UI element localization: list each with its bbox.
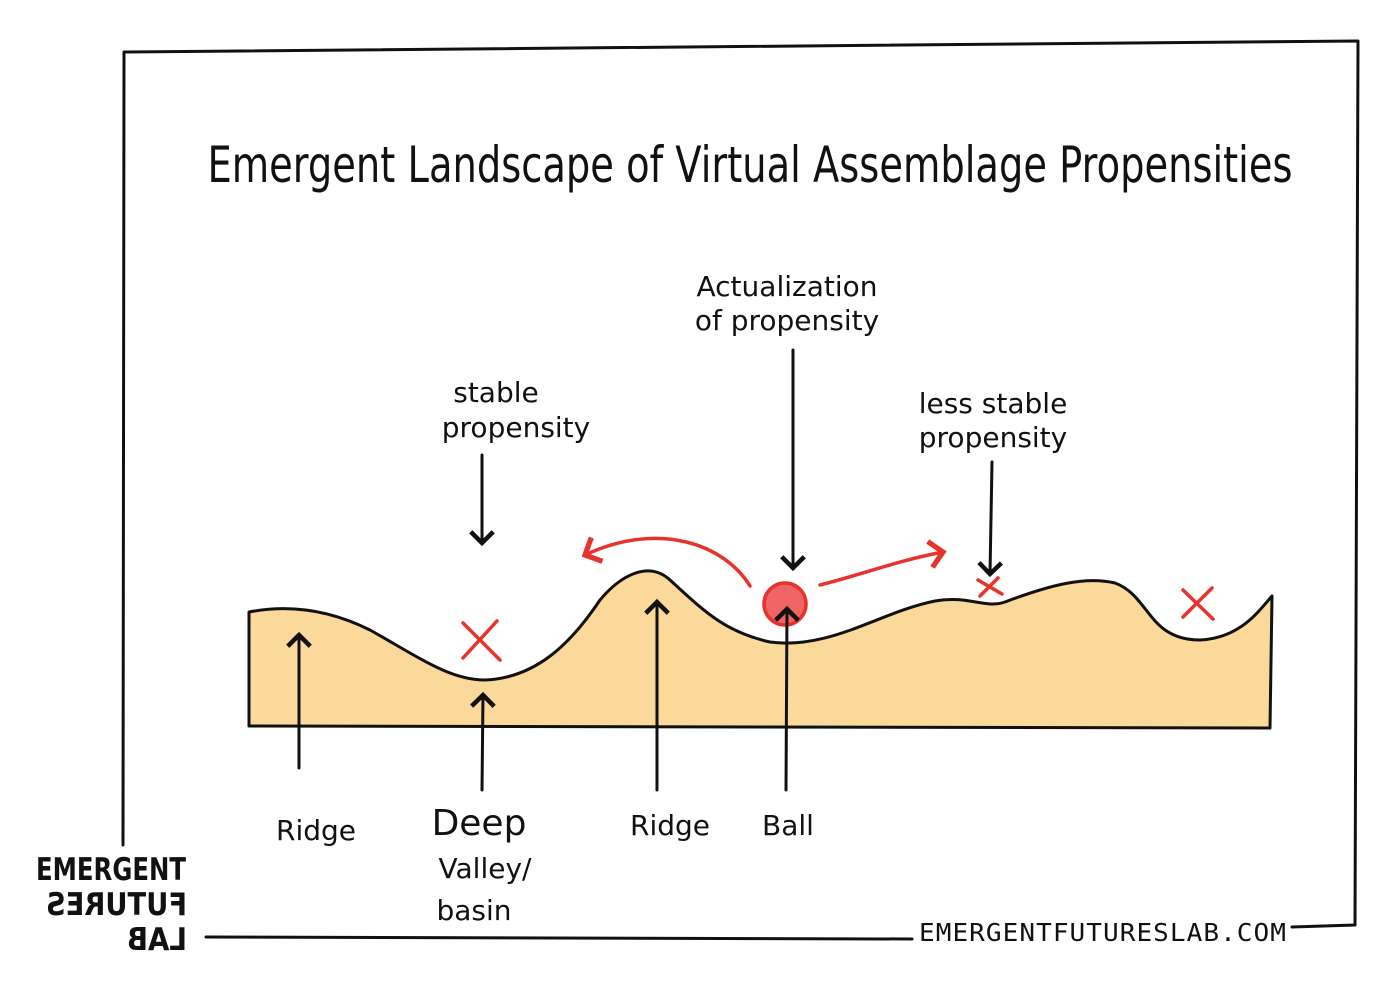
page-title: Emergent Landscape of Virtual Assemblage… [208,136,1293,194]
website-url[interactable]: EMERGENTFUTURESLAB.COM [919,918,1287,947]
logo: EMERGENT FUTURES LAB [36,852,187,958]
x-mark-icon [1181,586,1215,621]
arrow-icon [818,539,947,587]
terrain-landscape [247,569,1274,730]
logo-line-2: FUTURES [46,887,187,923]
logo-line-3: LAB [127,922,187,958]
ball-icon [762,581,808,627]
annotation-line: less stable [919,387,1068,420]
arrow-icon [470,691,496,792]
annotation-line: stable [453,376,539,409]
label-ridge-left: Ridge [276,631,356,847]
label-text: Ridge [276,814,356,847]
annotation-line: propensity [919,421,1067,454]
label-text: Deep [432,803,527,844]
frame-border [121,39,1360,941]
label-ridge-center: Ridge [630,598,710,842]
annotation-line: Actualization [697,270,878,303]
label-text: Ridge [630,809,710,842]
annotation-actualization: Actualization of propensity [695,270,879,572]
label-ball: Ball [762,605,814,842]
annotation-line: propensity [442,411,590,444]
annotation-less-stable: less stable propensity [919,387,1068,578]
label-deep-valley: Deep Valley/ basin [432,691,532,927]
label-text: Valley/ [439,852,532,885]
label-text: basin [436,894,511,927]
x-mark-icon [461,619,502,662]
arrow-icon [581,536,752,588]
x-mark-icon [976,576,1004,598]
annotation-stable: stable propensity [442,376,590,547]
arrow-icon [774,605,800,792]
logo-line-1: EMERGENT [36,852,186,888]
arrow-icon [977,460,1004,578]
label-text: Ball [762,809,814,842]
annotation-line: of propensity [695,304,879,337]
